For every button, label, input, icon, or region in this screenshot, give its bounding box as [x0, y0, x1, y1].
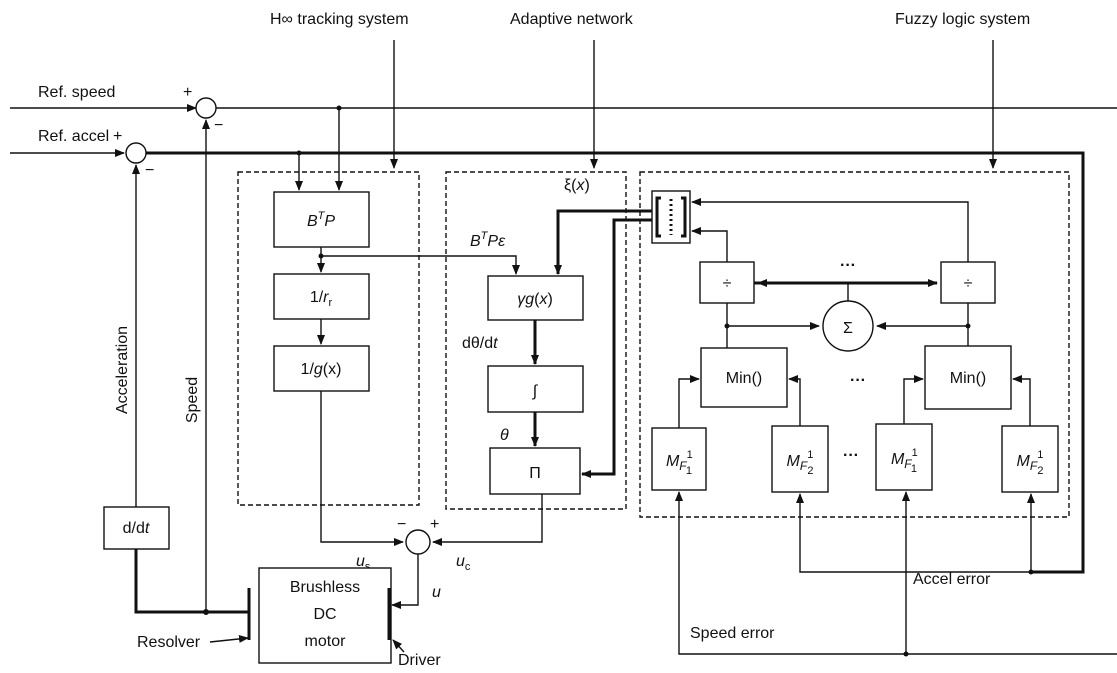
- mf2-to-min: [788, 375, 801, 426]
- hinf-tracking-label: H∞ tracking system: [270, 11, 409, 28]
- ref-speed-label: Ref. speed: [38, 84, 115, 101]
- adaptive-network-region: [445, 171, 627, 510]
- motor-line3: motor: [305, 633, 347, 650]
- min-left-label: Min(): [726, 370, 762, 387]
- min-block-right: [924, 345, 1012, 410]
- btpe-label: BTPε: [470, 230, 506, 250]
- speed-plus-sign: +: [183, 84, 192, 101]
- ref-accel-label: Ref. accel: [38, 128, 109, 145]
- pi-block: [489, 447, 581, 495]
- driver-arrow: [392, 639, 405, 653]
- ddt-block: [103, 506, 170, 550]
- gamma-g-block: [487, 275, 584, 321]
- divide-left-label: ÷: [723, 275, 732, 292]
- driver-label: Driver: [398, 652, 441, 669]
- motor-block: [258, 567, 392, 664]
- integrator-label: ∫: [532, 383, 539, 400]
- resolver-label: Resolver: [137, 634, 201, 651]
- theta-label: θ: [500, 427, 509, 444]
- divide-block-right: [940, 261, 996, 304]
- div-left-to-norm: [691, 227, 728, 262]
- accel-plus-sign: +: [113, 128, 122, 145]
- speed-minus-sign: −: [214, 117, 223, 134]
- junction-dot: [203, 609, 209, 615]
- inv-r-block: [273, 273, 370, 320]
- hinf-tracking-region: [237, 171, 420, 506]
- accel-error-feedback: [796, 493, 1031, 573]
- fuzzy-logic-region: [639, 171, 1070, 518]
- speed-error-label: Speed error: [690, 625, 775, 642]
- mf-block-3: [875, 423, 933, 491]
- speed-summing-junction: [195, 97, 217, 119]
- divide-block-left: [699, 261, 755, 304]
- min-block-left: [700, 347, 788, 408]
- mf3-to-min: [903, 375, 924, 426]
- motor-line1: Brushless: [290, 579, 360, 596]
- min-right-label: Min(): [950, 370, 986, 387]
- speed-label: Speed: [184, 377, 201, 423]
- xi-label: ξ(x): [564, 177, 590, 194]
- normalizer-brackets-icon: [655, 196, 687, 238]
- accel-minus-sign: −: [145, 162, 154, 179]
- ellipsis-top: ···: [840, 257, 856, 274]
- uc-signal-line: [432, 494, 543, 546]
- us-label: us: [356, 553, 371, 573]
- acceleration-label: Acceleration: [114, 326, 131, 414]
- u-label: u: [432, 584, 441, 601]
- ddt-label: d/dt: [123, 520, 150, 537]
- motor-output-line: [134, 549, 249, 614]
- resolver-arrow: [209, 634, 249, 643]
- dtheta-label: dθ/dt: [462, 335, 498, 352]
- junction-dot: [903, 651, 909, 657]
- accel-summing-junction: [125, 142, 147, 164]
- us-signal-line: [320, 391, 404, 546]
- accel-error-line: [146, 151, 1085, 574]
- mf-block-4: [1001, 425, 1059, 493]
- xi-to-pi-line: [581, 218, 652, 478]
- junction-dot: [336, 105, 342, 111]
- junction-dot: [724, 323, 730, 329]
- inv-g-block: [273, 345, 370, 392]
- fuzzy-logic-label: Fuzzy logic system: [895, 11, 1030, 28]
- gamma-g-label: γg(x): [517, 291, 553, 308]
- mf-block-1: [651, 427, 707, 491]
- control-minus-sign: −: [397, 516, 406, 533]
- uc-label: uc: [456, 553, 471, 573]
- speed-error-feedback: [675, 491, 1117, 655]
- pi-label: Π: [529, 465, 541, 482]
- btp-block: [273, 191, 370, 248]
- divide-right-label: ÷: [964, 275, 973, 292]
- control-summing-junction: [405, 529, 431, 555]
- mf1-to-min: [678, 375, 700, 428]
- adaptive-network-label: Adaptive network: [510, 11, 634, 28]
- junction-dot: [296, 150, 302, 156]
- u-signal-line: [391, 554, 419, 609]
- accel-error-label: Accel error: [913, 571, 991, 588]
- integrator-block: [487, 365, 584, 413]
- btpe-signal-line: [321, 255, 520, 275]
- ellipsis-middle: ···: [850, 372, 866, 389]
- div-right-to-norm: [691, 198, 969, 262]
- mf-block-2: [771, 425, 829, 493]
- junction-dot: [318, 253, 324, 259]
- inv-r-label: 1/rr: [310, 289, 333, 309]
- inv-g-label: 1/g(x): [301, 361, 342, 378]
- junction-dot: [965, 323, 971, 329]
- ellipsis-bottom: ···: [843, 447, 859, 464]
- motor-line2: DC: [313, 606, 336, 623]
- control-plus-sign: +: [430, 516, 439, 533]
- junction-dot: [1028, 569, 1034, 575]
- sum-label: Σ: [843, 320, 853, 337]
- mf4-to-min: [1012, 375, 1031, 426]
- xi-to-gamma-line: [554, 209, 652, 275]
- btp-block-label: BTP: [307, 210, 335, 230]
